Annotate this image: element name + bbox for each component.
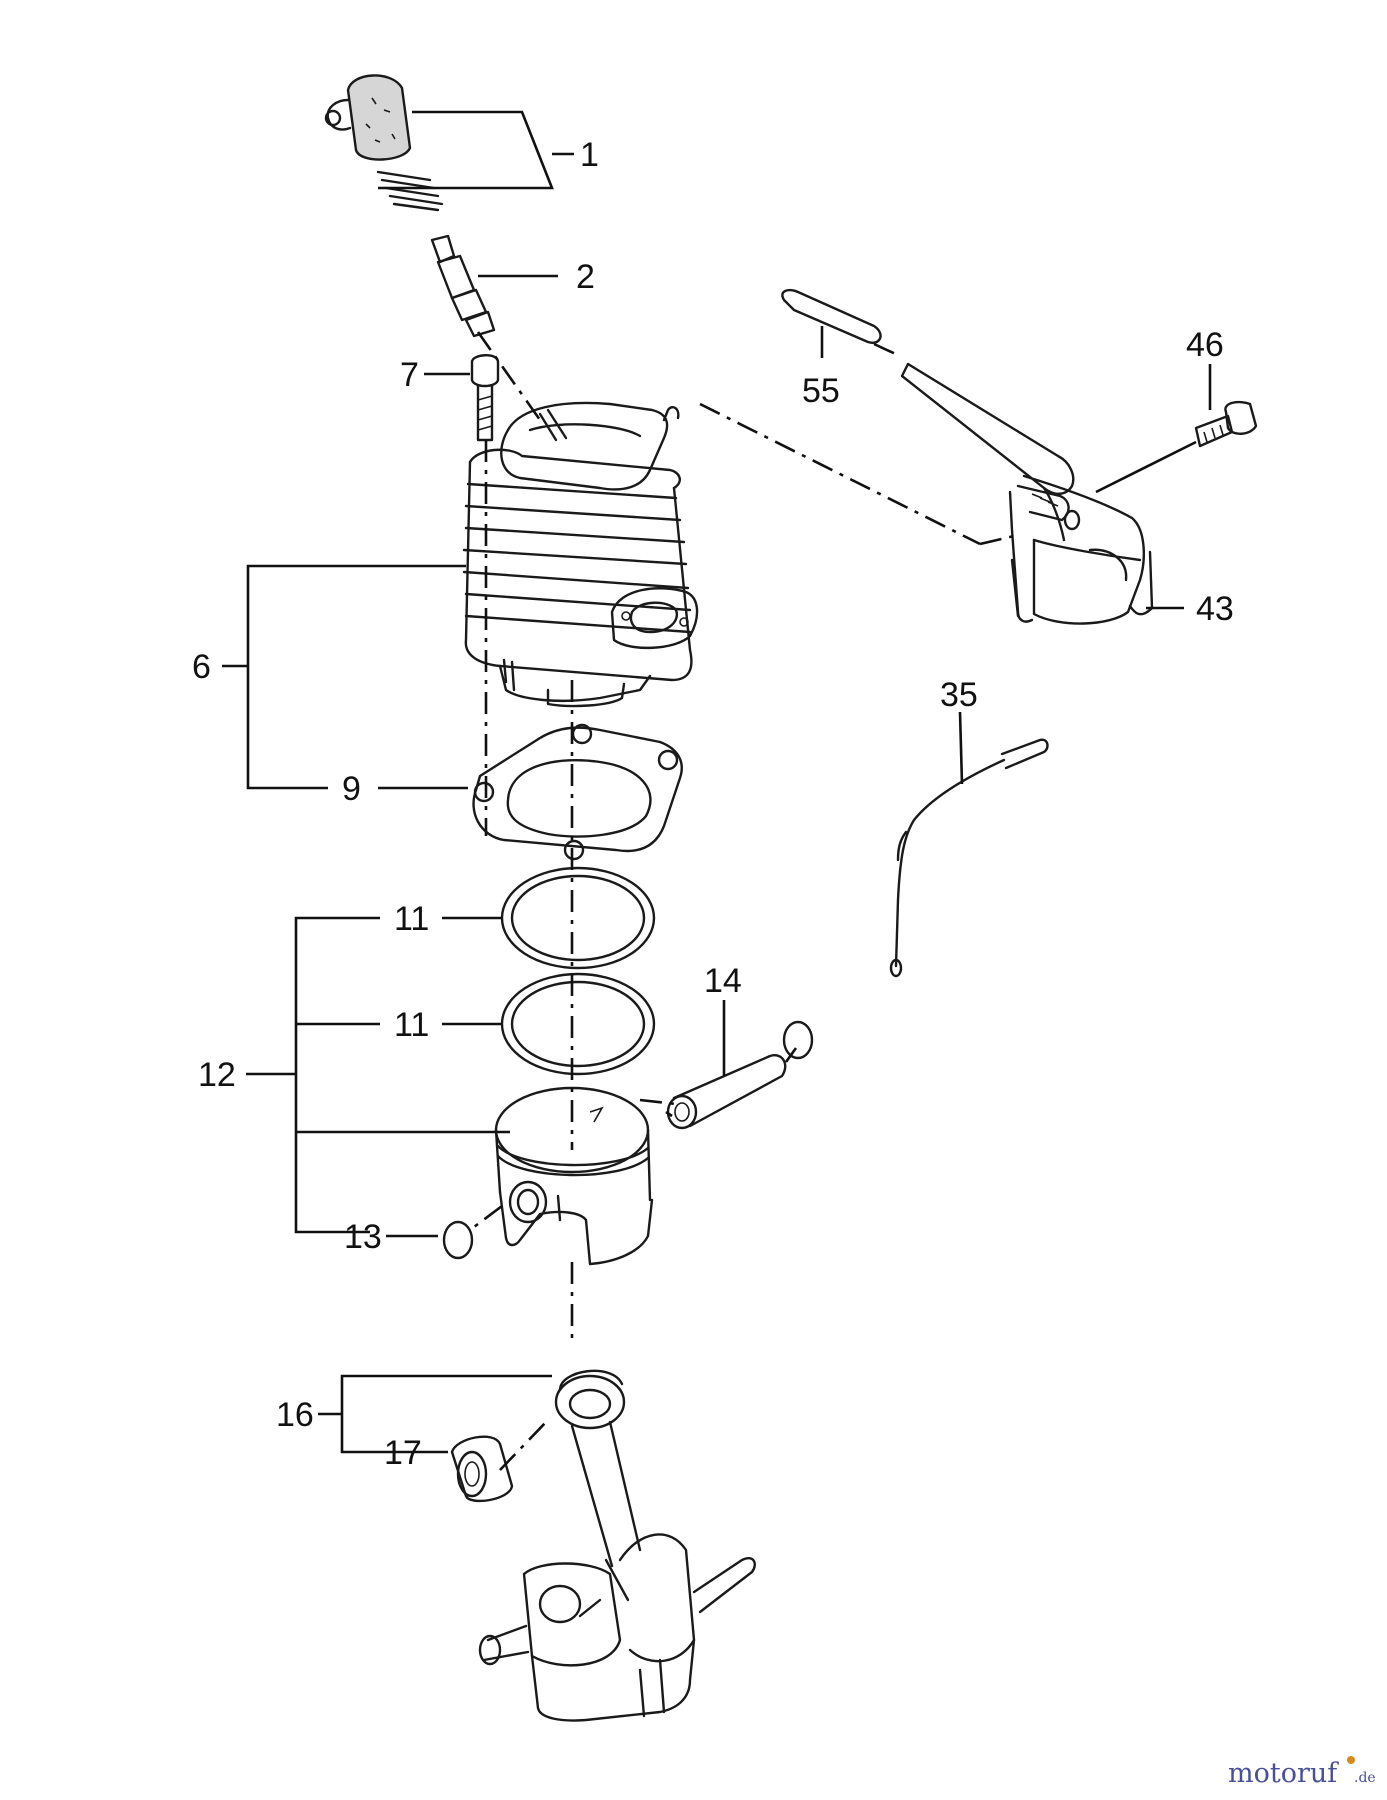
watermark-logo: motoruf .de [1228, 1756, 1376, 1789]
insulator-strip [781, 288, 882, 344]
circlip-right [782, 1020, 814, 1060]
piston-pin [666, 1054, 787, 1130]
part-label: 9 [342, 770, 361, 808]
part-label: 11 [394, 900, 429, 938]
part-label: 16 [276, 1396, 314, 1434]
coil-screw [1194, 400, 1258, 448]
spark-plug-boot [324, 74, 412, 161]
spark-plug [430, 234, 496, 338]
cylinder [462, 401, 699, 708]
circlip-left [442, 1220, 474, 1260]
leader-part-6 [246, 564, 466, 790]
svg-text:motoruf: motoruf [1228, 1758, 1339, 1789]
part-label: 46 [1186, 326, 1224, 364]
part-label: 35 [940, 676, 978, 714]
piston [494, 1086, 654, 1266]
cooling-fins [462, 448, 693, 682]
part-label: 11 [394, 1006, 429, 1044]
leader-part-1 [378, 110, 554, 190]
leader-part-12 [294, 916, 380, 1234]
watermark-tld: .de [1354, 1770, 1376, 1786]
piston-ring-upper [500, 866, 656, 970]
part-label: 1 [580, 136, 599, 174]
watermark-accent-icon [1347, 1756, 1355, 1764]
axis-cylinder-to-coil [699, 402, 981, 546]
part-label: 2 [576, 258, 595, 296]
leader-part-16 [340, 1374, 552, 1454]
axis-plug-to-cylinder [476, 331, 542, 421]
spring [376, 170, 444, 212]
cylinder-bolt [470, 354, 500, 442]
part-label: 7 [400, 356, 419, 394]
part-label: 6 [192, 648, 211, 686]
ground-wire [889, 738, 1049, 978]
crankshaft [478, 1533, 756, 1722]
part-label: 43 [1196, 590, 1234, 628]
cylinder-gasket [472, 723, 683, 861]
part-label: 12 [198, 1056, 236, 1094]
piston-ring-lower [500, 972, 656, 1076]
needle-bearing [450, 1435, 514, 1503]
part-label: 17 [384, 1434, 422, 1472]
connecting-rod [554, 1369, 642, 1568]
part-label: 55 [802, 372, 840, 410]
part-label: 13 [344, 1218, 382, 1256]
leader-part-35 [958, 711, 964, 785]
exhaust-port [610, 587, 699, 650]
watermark-brand: motoruf [1228, 1758, 1339, 1789]
ignition-coil [900, 362, 1154, 625]
part-label: 14 [704, 962, 742, 1000]
